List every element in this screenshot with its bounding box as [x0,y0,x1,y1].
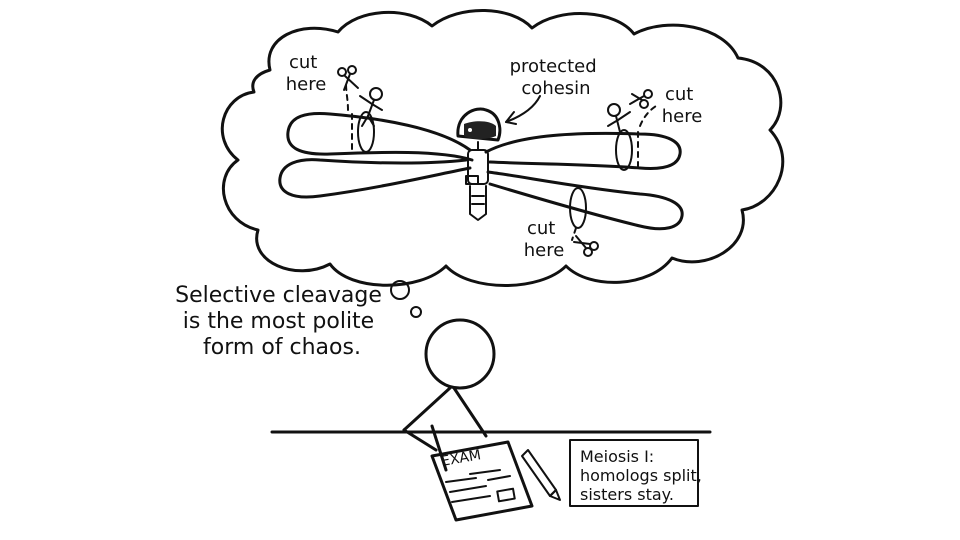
label-cut-here-left: cut here [286,52,327,95]
caption: Selective cleavage is the most polite fo… [175,283,389,360]
exam-paper: EXAM [430,440,534,522]
thought-cloud [220,9,785,318]
label-cut-here-right: cut here [662,84,703,127]
note-box: Meiosis I: homologs split, sisters stay. [569,439,707,507]
scissors-icon [629,89,653,109]
scissors-icon [337,65,359,91]
helmet-figure [456,107,502,221]
chromosome [278,112,684,231]
pencil-icon [521,449,561,501]
tiny-figure-left [359,87,383,127]
thought-bubble-small [410,306,422,318]
cohesin-ring-bottom [569,187,587,241]
note-text: Meiosis I: homologs split, sisters stay. [580,447,707,504]
arrow-to-helmet [505,95,541,123]
exam-title: EXAM [440,447,482,470]
pencil-in-hand [430,424,448,472]
thought-bubble-large [390,280,410,300]
label-protected-cohesin: protected cohesin [510,56,603,99]
tiny-figure-right [607,103,631,133]
arrow-head [505,111,517,125]
label-cut-here-bottom: cut here [524,218,565,261]
cohesin-ring-right [615,105,657,171]
scissors-icon [573,235,599,257]
student-head [424,318,496,390]
